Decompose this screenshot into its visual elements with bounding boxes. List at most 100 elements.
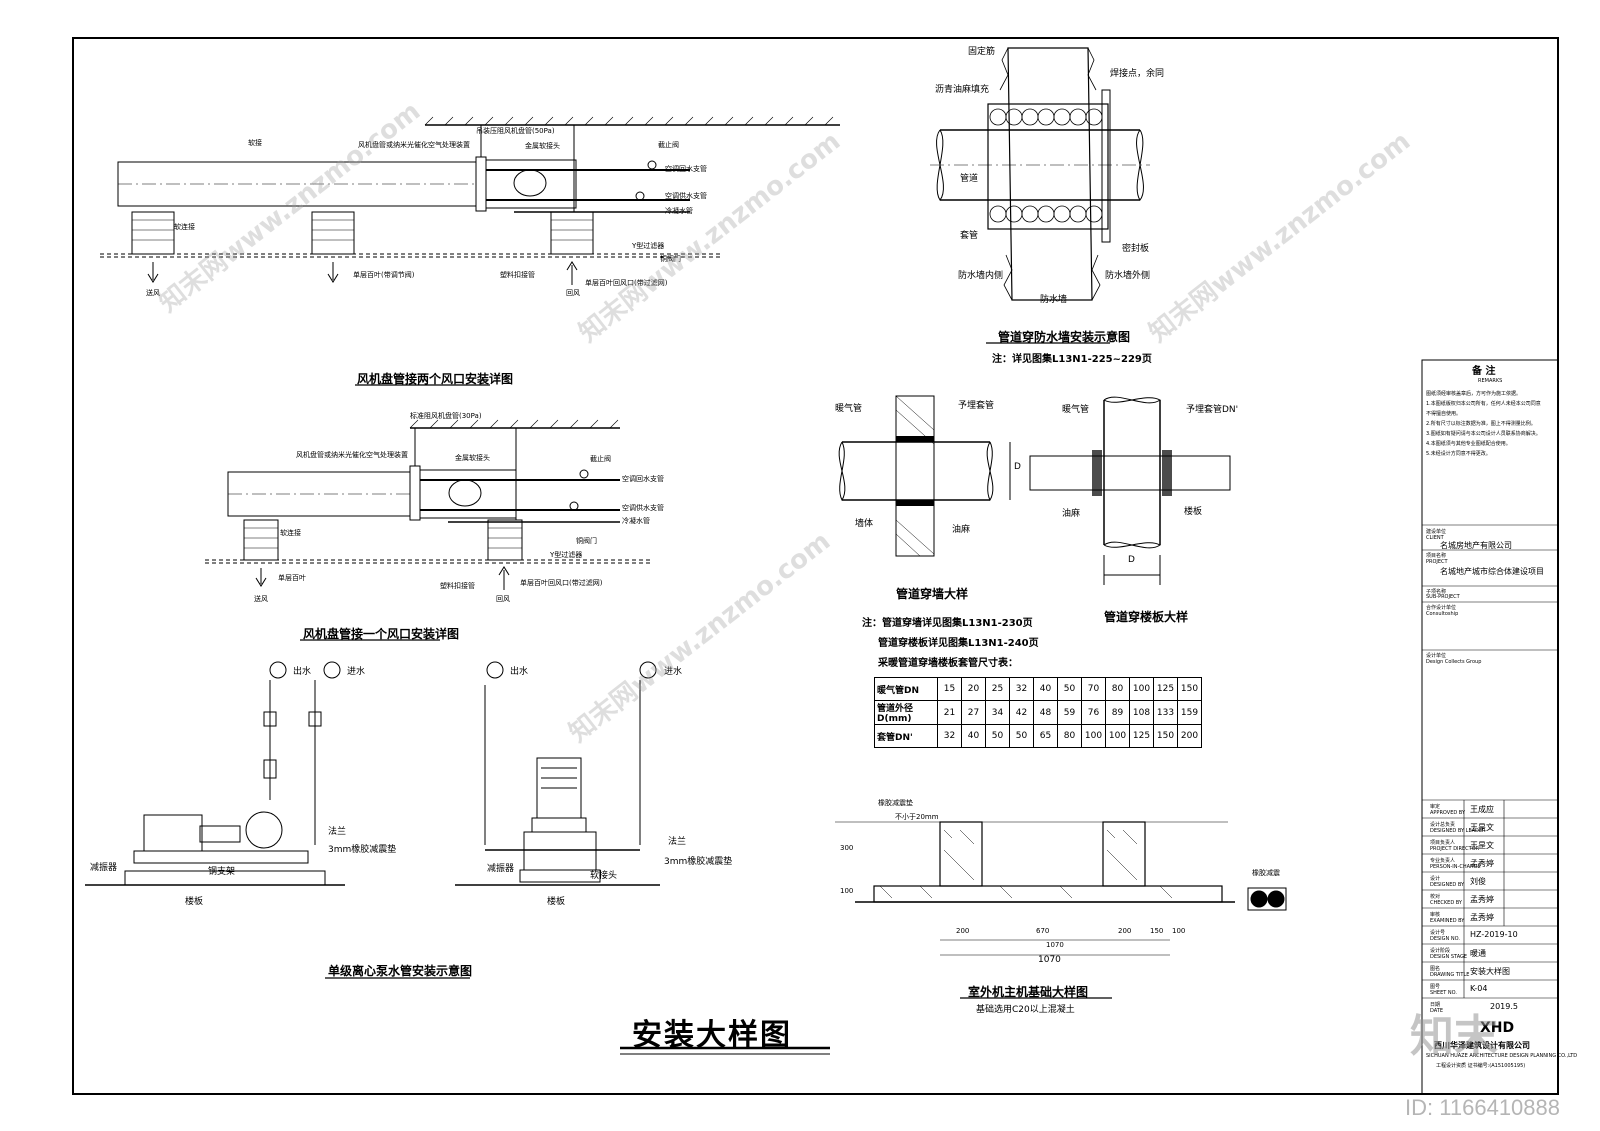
client-label-en: CLIENT: [1426, 535, 1444, 541]
remark-item: 5.未经设计方同意不得更改。: [1426, 451, 1491, 457]
table-cell: 70: [1081, 677, 1106, 701]
watermark-logo: 知末: [1410, 1011, 1498, 1062]
sign-name: 孟秀婷: [1470, 895, 1494, 904]
fan-coil-two-outlet-drawing: [100, 116, 840, 285]
sheet-no-label-en: SHEET NO.: [1430, 990, 1457, 996]
title-underlines: [300, 342, 1112, 1055]
remark-item: 图纸须经审核盖章后，方可作为施工依据。: [1426, 391, 1522, 397]
sign-name: 王成应: [1470, 805, 1494, 814]
label: Y型过滤器: [632, 242, 665, 250]
label: 防水墙外侧: [1105, 271, 1151, 281]
table-cell: 32: [1009, 677, 1034, 701]
label: 1070: [1046, 941, 1064, 949]
label: 进水: [347, 667, 366, 677]
table-cell: 59: [1057, 700, 1082, 725]
table-cell: 133: [1153, 700, 1178, 725]
label: 管道: [960, 174, 979, 184]
sheet-no-label: 图号: [1430, 984, 1441, 990]
fan-coil-one-title: 风机盘管接一个风口安装详图: [303, 627, 460, 641]
design-label-en: Design Collects Group: [1426, 659, 1482, 665]
label: 暖气管: [835, 404, 863, 414]
note-line-2: 管道穿楼板详见图集L13N1-240页: [878, 638, 1039, 649]
sign-role-en: PERSON-IN-CHARGE: [1430, 864, 1481, 870]
remark-item: 3.图纸如有疑问请与本公司设计人员联系协商解决。: [1426, 431, 1541, 437]
label: 油麻: [952, 525, 971, 535]
remark-item: 4.本图纸须与其他专业图纸配合使用。: [1426, 441, 1511, 447]
label: 单层百叶回风口(带过滤网): [585, 279, 668, 287]
table-cell: 50: [1009, 724, 1034, 748]
table-cell: 89: [1105, 700, 1130, 725]
stage-label: 设计阶段: [1430, 948, 1451, 954]
design-no-label: 设计号: [1430, 930, 1446, 936]
label: 橡胶减震垫: [878, 799, 913, 807]
table-row: 暖气管DN 15 20 25 32 40 50 70 80 100 125 15…: [874, 677, 1202, 701]
label: 金属软接头: [455, 454, 490, 462]
project-label-en: PROJECT: [1426, 559, 1448, 565]
design-label: 设计单位: [1426, 653, 1447, 659]
label: D: [1014, 462, 1021, 472]
date: 2019.5: [1490, 1002, 1518, 1011]
table-cell: 50: [1057, 677, 1082, 701]
sign-name: 王昰文: [1470, 841, 1494, 850]
sign-role-en: DESIGNED BY: [1430, 882, 1465, 888]
label: 截止阀: [590, 455, 611, 463]
label: 送风: [254, 595, 268, 603]
label: 塑料扣接管: [440, 582, 475, 590]
label: 空调供水支管: [665, 192, 707, 200]
foundation-title: 室外机主机基础大样图: [968, 985, 1089, 999]
label: 法兰: [668, 837, 687, 847]
drawing-title-label: 图名: [1430, 966, 1441, 972]
label: 空调回水支管: [622, 475, 664, 483]
label: 100: [840, 887, 854, 895]
sign-name: 孟秀婷: [1470, 913, 1494, 922]
label: 不小于20mm: [895, 813, 939, 821]
label: 焊接点，余同: [1110, 69, 1165, 79]
label: 墙体: [855, 519, 874, 529]
table-cell: 159: [1177, 700, 1202, 725]
waterproof-wall-drawing: [930, 47, 1150, 301]
label: 软连接: [174, 223, 195, 231]
fan-coil-two-title: 风机盘管接两个风口安装详图: [357, 372, 514, 386]
label: 进水: [664, 667, 683, 677]
label: 空调供水支管: [622, 504, 664, 512]
label: D: [1128, 555, 1135, 565]
table-row: 管道外径D(mm) 21 27 34 42 48 59 76 89 108 13…: [874, 700, 1202, 725]
table-cell: 200: [1177, 724, 1202, 748]
company-name: 西川华泽建筑设计有限公司: [1434, 1041, 1530, 1050]
sign-role-en: PROJECT DIRECTOR: [1430, 846, 1480, 852]
pipe-through-floor-drawing: [1029, 396, 1231, 585]
label: 铜阀门: [576, 537, 597, 545]
label: 冷凝水管: [665, 207, 693, 215]
label: 标准阻风机盘管(30Pa): [410, 412, 482, 420]
table-cell: 50: [985, 724, 1010, 748]
watermark-id: ID: 1166410888: [1405, 1095, 1560, 1120]
row-header: 套管DN': [874, 724, 938, 748]
label: 3mm橡胶减震垫: [328, 845, 397, 855]
outer-frame: [72, 37, 1559, 1095]
label: 塑料扣接管: [500, 271, 535, 279]
sign-role-en: EXAMINED BY: [1430, 918, 1465, 924]
pipe-through-wall-drawing: [838, 395, 1011, 557]
design-no-label-en: DESIGN NO.: [1430, 936, 1460, 942]
label: 防水墙: [1040, 295, 1068, 305]
table-cell: 100: [1129, 677, 1154, 701]
label: 铜阀门: [660, 255, 681, 263]
remark-item: 1.本图纸版权归本公司所有，任何人未经本公司同意: [1426, 401, 1541, 407]
design-no: HZ-2019-10: [1470, 930, 1518, 939]
label: 套管: [960, 231, 979, 241]
label: 风机盘管或纳米光催化空气处理装置: [296, 451, 408, 459]
date-label: 日期: [1430, 1002, 1441, 1008]
table-cell: 25: [985, 677, 1010, 701]
sign-role-en: CHECKED BY: [1430, 900, 1462, 906]
main-title: 安装大样图: [632, 1018, 792, 1053]
label: 出水: [293, 667, 312, 677]
table-cell: 150: [1177, 677, 1202, 701]
client-name: 名城房地产有限公司: [1440, 541, 1512, 550]
table-cell: 32: [937, 724, 962, 748]
project-name: 名城地产城市综合体建设项目: [1440, 567, 1544, 576]
label: 橡胶减震: [1252, 869, 1280, 877]
table-cell: 20: [961, 677, 986, 701]
label: 冷凝水管: [622, 517, 650, 525]
table-cell: 40: [1033, 677, 1058, 701]
